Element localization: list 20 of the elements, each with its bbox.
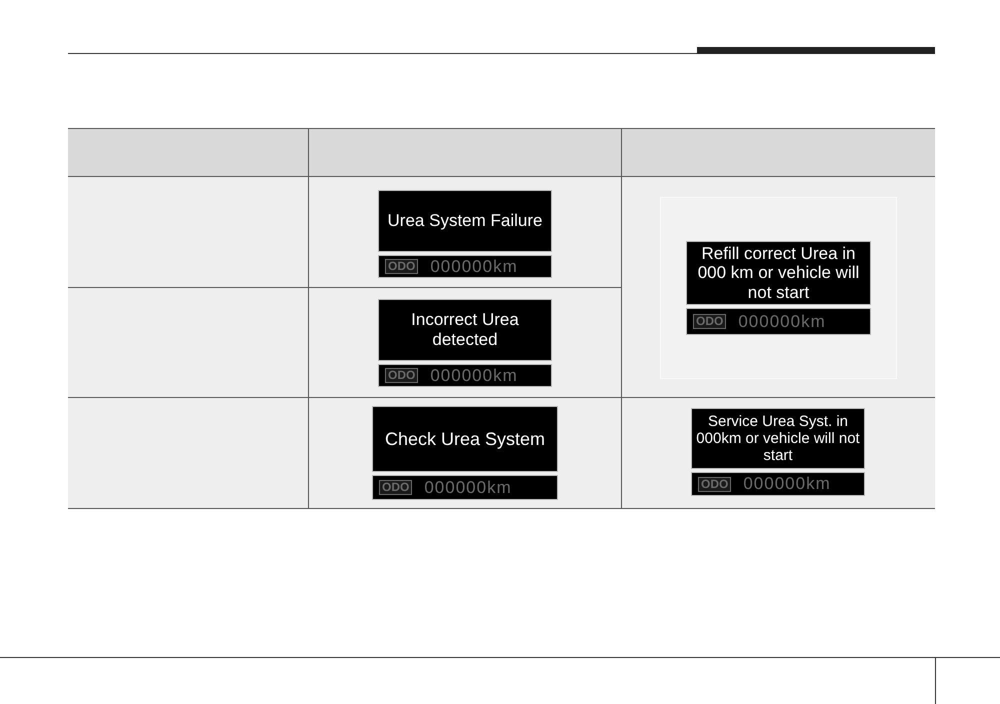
display-screen	[691, 408, 865, 496]
odometer-reading: 000000km	[430, 366, 518, 384]
odometer-label: ODO	[698, 476, 732, 492]
display-message: Incorrect Urea detected	[410, 310, 520, 350]
display-message: Service Urea Syst. in 000km or vehicle will not start	[696, 412, 860, 464]
display-screen	[372, 406, 558, 500]
odometer-reading: 000000km	[430, 258, 518, 276]
odometer-reading: 000000km	[424, 478, 512, 496]
odometer-label: ODO	[385, 259, 418, 274]
odometer-label: ODO	[379, 480, 412, 495]
display-screen	[378, 190, 552, 278]
display-screen	[686, 241, 871, 335]
odometer-reading: 000000km	[743, 475, 831, 493]
display-screen	[378, 299, 552, 387]
odometer-label: ODO	[385, 368, 418, 383]
display-message: Check Urea System	[384, 428, 546, 450]
odometer-label: ODO	[693, 314, 726, 329]
odometer-reading: 000000km	[738, 312, 826, 330]
display-message: Refill correct Urea in 000 km or vehicle will not start	[696, 244, 860, 302]
display-message: Urea System Failure	[388, 211, 542, 231]
